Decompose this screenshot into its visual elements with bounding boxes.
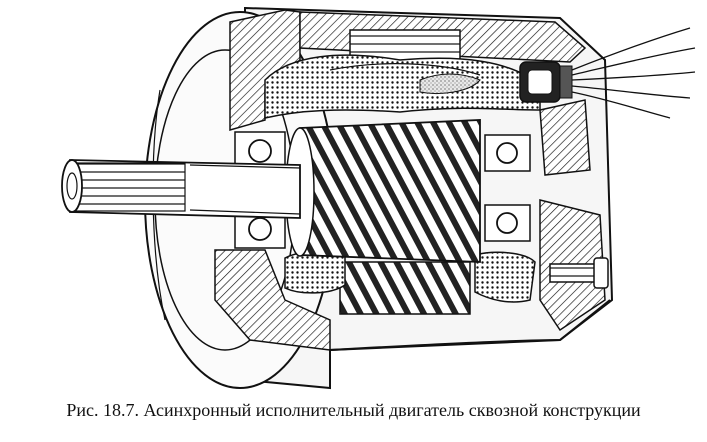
stator-winding-bottom	[284, 250, 536, 303]
rear-bearing-top	[484, 134, 531, 172]
rotor	[285, 119, 481, 263]
rear-bearing-bottom	[484, 204, 531, 242]
lead-wires	[571, 27, 696, 119]
motor-cutaway-illustration	[61, 6, 696, 390]
rear-screw	[549, 257, 609, 289]
shaft	[61, 159, 301, 219]
figure-caption: Рис. 18.7. Асинхронный исполнительный дв…	[66, 400, 641, 420]
housing-section-bottom	[214, 199, 606, 351]
cable-gland	[519, 61, 573, 103]
stator-winding-top	[264, 54, 541, 119]
